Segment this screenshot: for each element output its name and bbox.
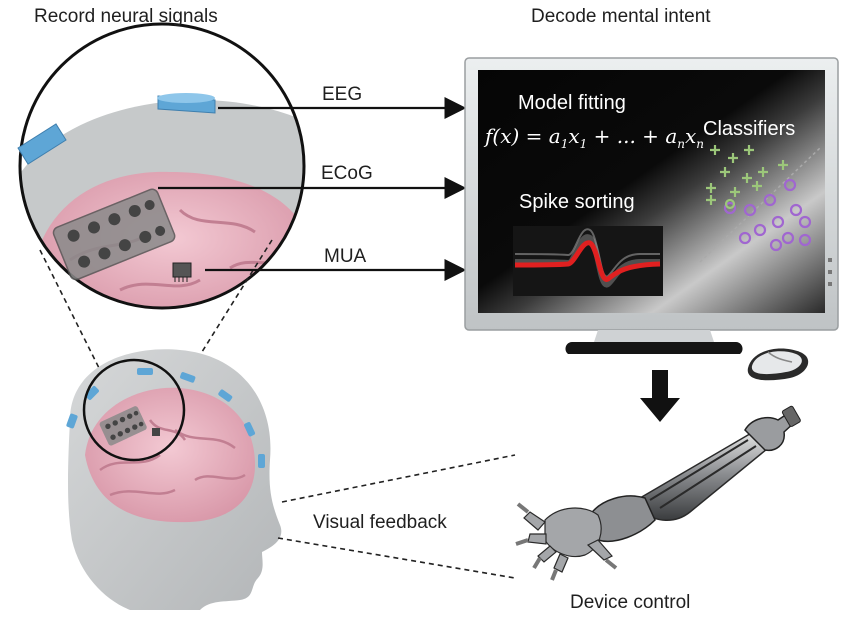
zoom-line-right bbox=[174, 239, 273, 396]
down-arrow bbox=[640, 370, 680, 422]
ecog-grid bbox=[52, 188, 176, 281]
mouse bbox=[747, 348, 809, 381]
visual-feedback-label: Visual feedback bbox=[313, 512, 447, 533]
spike-sorting-label: Spike sorting bbox=[519, 191, 635, 213]
zoom-line-left bbox=[39, 249, 106, 381]
head-electrodes bbox=[66, 368, 265, 468]
feedback-line-lower bbox=[277, 537, 516, 579]
feedback-line-upper bbox=[281, 454, 516, 503]
magnified-view bbox=[17, 22, 306, 310]
spike-waveform bbox=[513, 226, 663, 296]
mua-label: MUA bbox=[324, 246, 367, 267]
class-b-markers bbox=[723, 178, 812, 252]
decode-mental-intent-title: Decode mental intent bbox=[531, 6, 711, 27]
ecog-label: ECoG bbox=[321, 163, 373, 184]
eeg-electrode-1 bbox=[157, 93, 216, 114]
head bbox=[66, 349, 282, 610]
classifier-scatter bbox=[699, 145, 821, 263]
magnify-circle bbox=[18, 22, 306, 310]
classifiers-label: Classifiers bbox=[703, 118, 796, 140]
model-formula: f(x) = a1x1 + ... + anxn bbox=[485, 124, 704, 151]
monitor-base bbox=[565, 342, 743, 354]
mua-array bbox=[172, 262, 192, 282]
arm-hand bbox=[515, 502, 618, 581]
eeg-label: EEG bbox=[322, 84, 363, 105]
robotic-arm bbox=[515, 405, 801, 581]
model-fitting-label: Model fitting bbox=[518, 92, 626, 114]
head-magnify-circle bbox=[82, 358, 186, 462]
record-neural-signals-title: Record neural signals bbox=[34, 6, 218, 27]
device-control-label: Device control bbox=[570, 592, 691, 613]
arm-wrist bbox=[589, 495, 656, 542]
eeg-electrode-2 bbox=[17, 123, 67, 165]
class-a-markers bbox=[706, 145, 788, 205]
spike-mean-trace bbox=[514, 240, 661, 282]
